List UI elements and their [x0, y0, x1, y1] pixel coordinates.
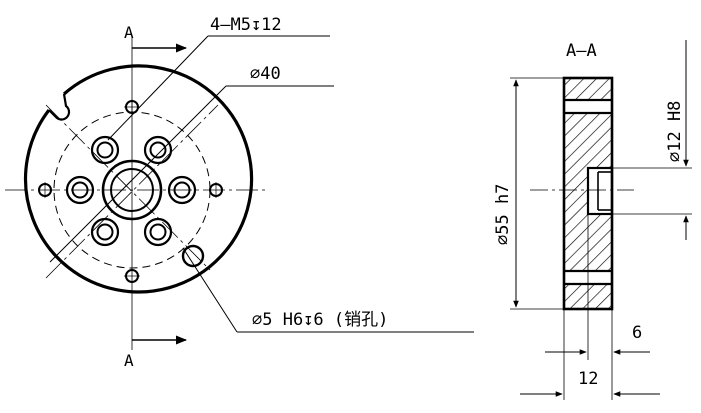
diagonal-centerline-b: [45, 104, 211, 271]
leader-bolt-circle: [49, 85, 227, 263]
outer-boundary: [24, 64, 254, 294]
front-view: A A 4–M5↧12 ⌀40 ⌀5 H6↧6 (销孔): [5, 15, 474, 370]
label-counterbore-depth: 6: [632, 323, 642, 343]
callout-bolt-circle: ⌀40: [250, 64, 281, 84]
bore-pocket: [586, 166, 614, 216]
leader-pin-holes: [182, 247, 238, 333]
central-bore-inner: [110, 168, 154, 212]
diagonal-centerline-a: [45, 104, 219, 279]
callout-tapped-holes: 4–M5↧12: [210, 15, 282, 35]
section-label-bottom: A: [124, 351, 134, 370]
label-thickness: 12: [578, 369, 598, 389]
counterbored-holes: [65, 135, 197, 247]
section-title: A–A: [566, 41, 597, 61]
leader-tapped-holes: [107, 35, 209, 141]
section-label-top: A: [124, 23, 134, 42]
label-bore-diameter: ⌀12 H8: [665, 101, 685, 162]
callout-pin-holes: ⌀5 H6↧6 (销孔): [252, 310, 388, 330]
label-outer-diameter: ⌀55 h7: [493, 184, 513, 245]
central-bore-outer: [101, 159, 163, 221]
section-view: A–A ⌀55 h7 ⌀12 H8: [493, 40, 692, 400]
locating-notch: [48, 93, 71, 121]
pin-hole: [181, 244, 205, 268]
tapped-holes-m5: [38, 99, 223, 283]
